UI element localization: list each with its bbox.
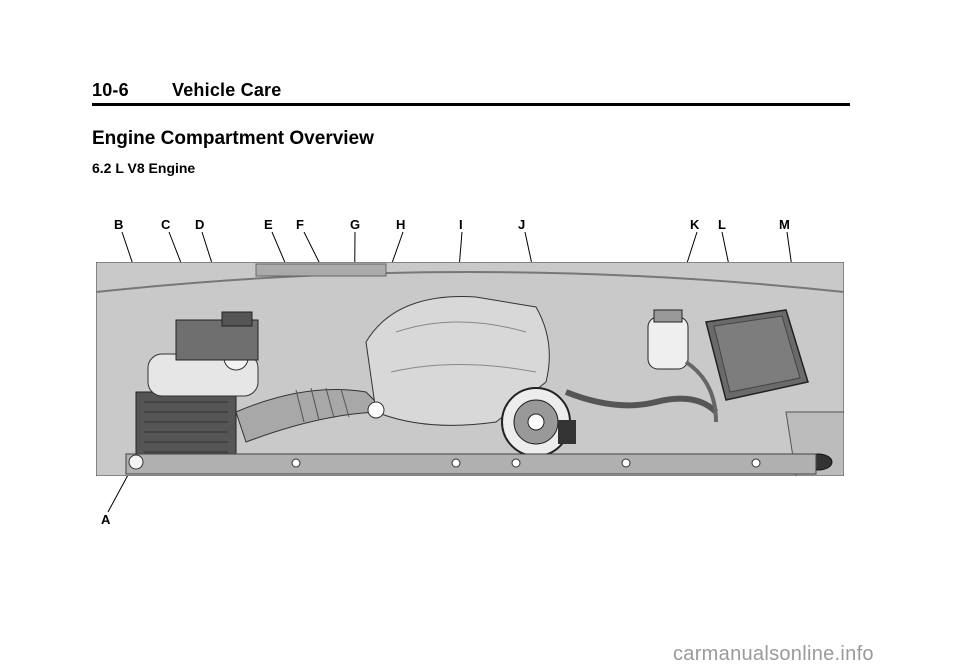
callout-l: L (718, 217, 726, 232)
callout-j: J (518, 217, 526, 232)
engine-compartment-illustration (95, 261, 845, 477)
page-title: Engine Compartment Overview (92, 128, 374, 149)
page-number: 10-6 (92, 80, 129, 100)
section-title: Vehicle Care (172, 80, 282, 100)
callout-k: K (690, 217, 700, 232)
callout-f: F (296, 217, 304, 232)
page-header: 10-6 Vehicle Care (92, 80, 850, 102)
callout-i: I (459, 217, 463, 232)
callout-d: D (195, 217, 205, 232)
callout-m: M (779, 217, 790, 232)
callout-e: E (264, 217, 273, 232)
header-rule (92, 103, 850, 106)
callout-b: B (114, 217, 124, 232)
callout-c: C (161, 217, 171, 232)
watermark: carmanualsonline.info (673, 643, 874, 665)
callout-g: G (350, 217, 361, 232)
callout-a: A (101, 512, 111, 527)
engine-subtitle: 6.2 L V8 Engine (92, 160, 196, 176)
engine-illustration-svg (95, 261, 845, 477)
callout-h: H (396, 217, 406, 232)
